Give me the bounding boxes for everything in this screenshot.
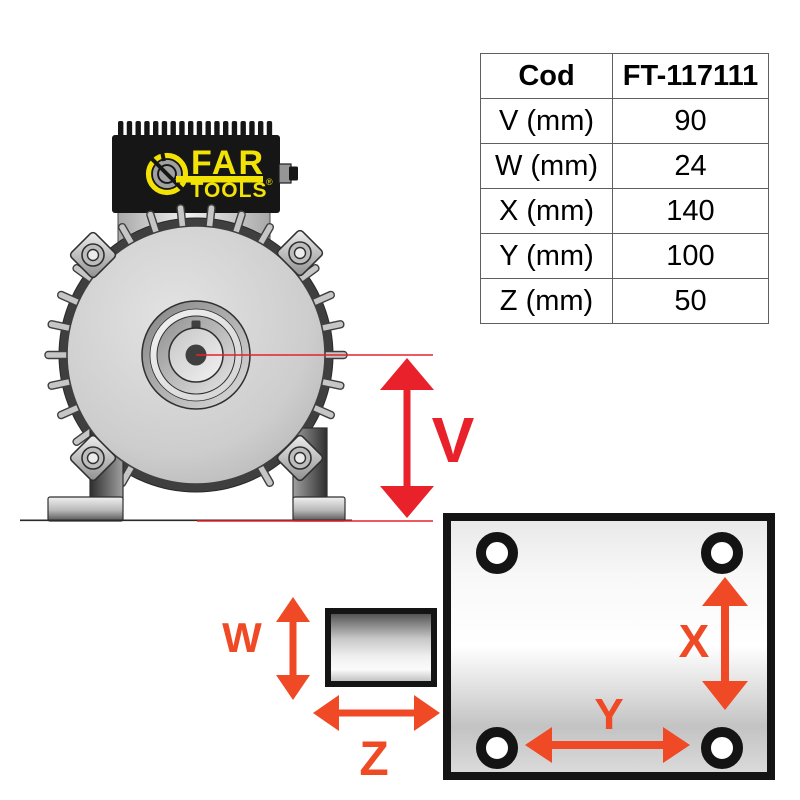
spec-row-y: Y (mm) 100	[480, 233, 769, 279]
spec-label-x: X (mm)	[480, 188, 613, 234]
spec-value-y: 100	[612, 233, 769, 279]
fartools-mark-icon	[145, 148, 189, 196]
dimension-label-z: Z	[359, 733, 388, 786]
spec-table-header-row: Cod FT-117111	[480, 53, 769, 99]
spec-value-z: 50	[612, 278, 769, 324]
spec-value-v: 90	[612, 98, 769, 144]
shaft-cylinder	[325, 608, 437, 687]
logo-underline-bar	[176, 176, 263, 183]
spec-table: Cod FT-117111 V (mm) 90 W (mm) 24 X (mm)…	[480, 53, 769, 324]
spec-value-w: 24	[612, 143, 769, 189]
registered-mark: ®	[266, 177, 273, 187]
spec-row-v: V (mm) 90	[480, 98, 769, 144]
plate-hole-top-right	[701, 532, 743, 574]
v-dimension-arrow-icon	[380, 358, 434, 518]
logo-box	[112, 135, 280, 213]
y-dimension-arrow-icon	[525, 727, 690, 763]
motor-illustration: FAR TOOLS ®	[20, 121, 352, 522]
fartools-logo: FAR TOOLS ®	[112, 121, 298, 213]
terminal-nub-cap	[289, 166, 298, 181]
dimension-label-w: W	[222, 614, 262, 661]
dimension-label-y: Y	[594, 690, 623, 739]
z-dimension-arrow-icon	[313, 695, 440, 731]
dimension-v: V	[196, 354, 475, 522]
dimension-label-x: X	[679, 615, 710, 667]
spec-label-y: Y (mm)	[480, 233, 613, 279]
spec-label-v: V (mm)	[480, 98, 613, 144]
plate-hole-bottom-left	[476, 727, 518, 769]
dimension-label-v: V	[432, 404, 475, 476]
spec-header-cod: Cod	[480, 53, 613, 99]
w-dimension-arrow-icon	[276, 597, 310, 700]
spec-row-x: X (mm) 140	[480, 188, 769, 234]
spec-row-z: Z (mm) 50	[480, 278, 769, 324]
plate-hole-top-left	[476, 532, 518, 574]
logo-heatsink-teeth-icon	[118, 121, 273, 139]
logo-text-far: FAR	[191, 144, 265, 182]
spec-row-w: W (mm) 24	[480, 143, 769, 189]
spec-value-x: 140	[612, 188, 769, 234]
plate-hole-bottom-right	[701, 727, 743, 769]
spec-label-w: W (mm)	[480, 143, 613, 189]
shaft-cylinder-detail: W Z	[222, 597, 440, 786]
spec-header-code: FT-117111	[612, 53, 769, 99]
mounting-lugs	[69, 229, 324, 482]
mounting-plate: X Y	[443, 513, 775, 780]
spec-label-z: Z (mm)	[480, 278, 613, 324]
logo-text-tools: TOOLS	[191, 179, 268, 202]
x-dimension-arrow-icon	[702, 577, 748, 710]
